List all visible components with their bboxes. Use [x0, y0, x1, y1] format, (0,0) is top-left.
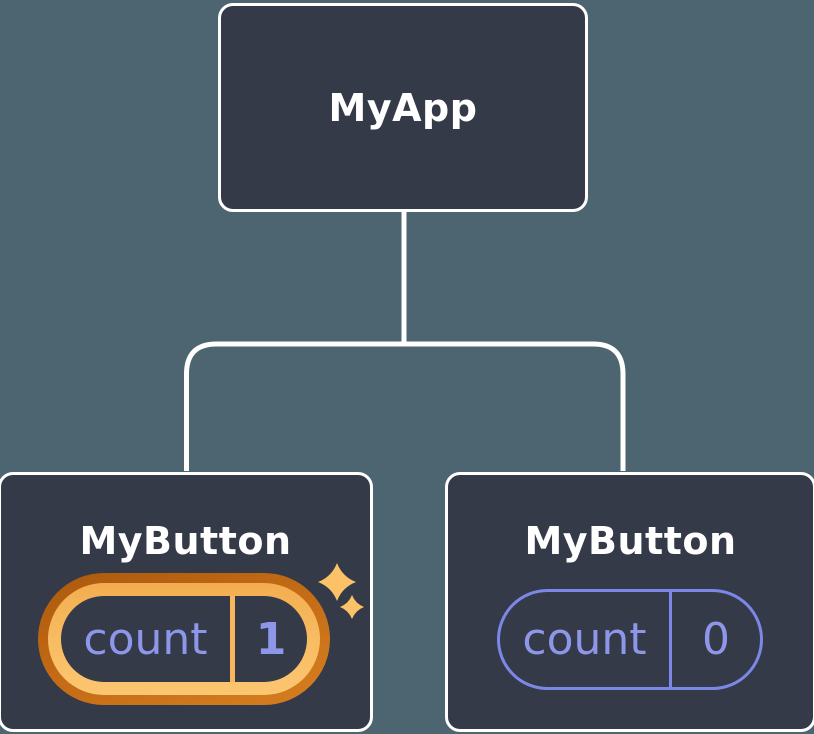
- state-name: count: [83, 613, 208, 665]
- state-pill: count 0: [497, 589, 763, 690]
- state-pill-highlighted: count 1: [61, 596, 307, 682]
- node-mybutton: MyButton count 0: [445, 472, 814, 732]
- connector-bracket: [184, 341, 626, 471]
- state-pill-highlight-ring: count 1: [38, 573, 330, 705]
- pill-divider: [669, 592, 672, 687]
- state-value: 1: [255, 613, 287, 665]
- node-myapp: MyApp: [218, 3, 588, 212]
- node-mybutton-active: MyButton count 1: [0, 472, 373, 732]
- node-myapp-label: MyApp: [328, 85, 478, 130]
- node-mybutton-label: MyButton: [524, 519, 737, 563]
- pill-divider: [230, 596, 235, 682]
- state-pill-gold-band: count 1: [48, 583, 320, 695]
- node-mybutton-active-label: MyButton: [79, 519, 292, 563]
- state-value: 0: [702, 614, 730, 665]
- state-name: count: [522, 614, 647, 665]
